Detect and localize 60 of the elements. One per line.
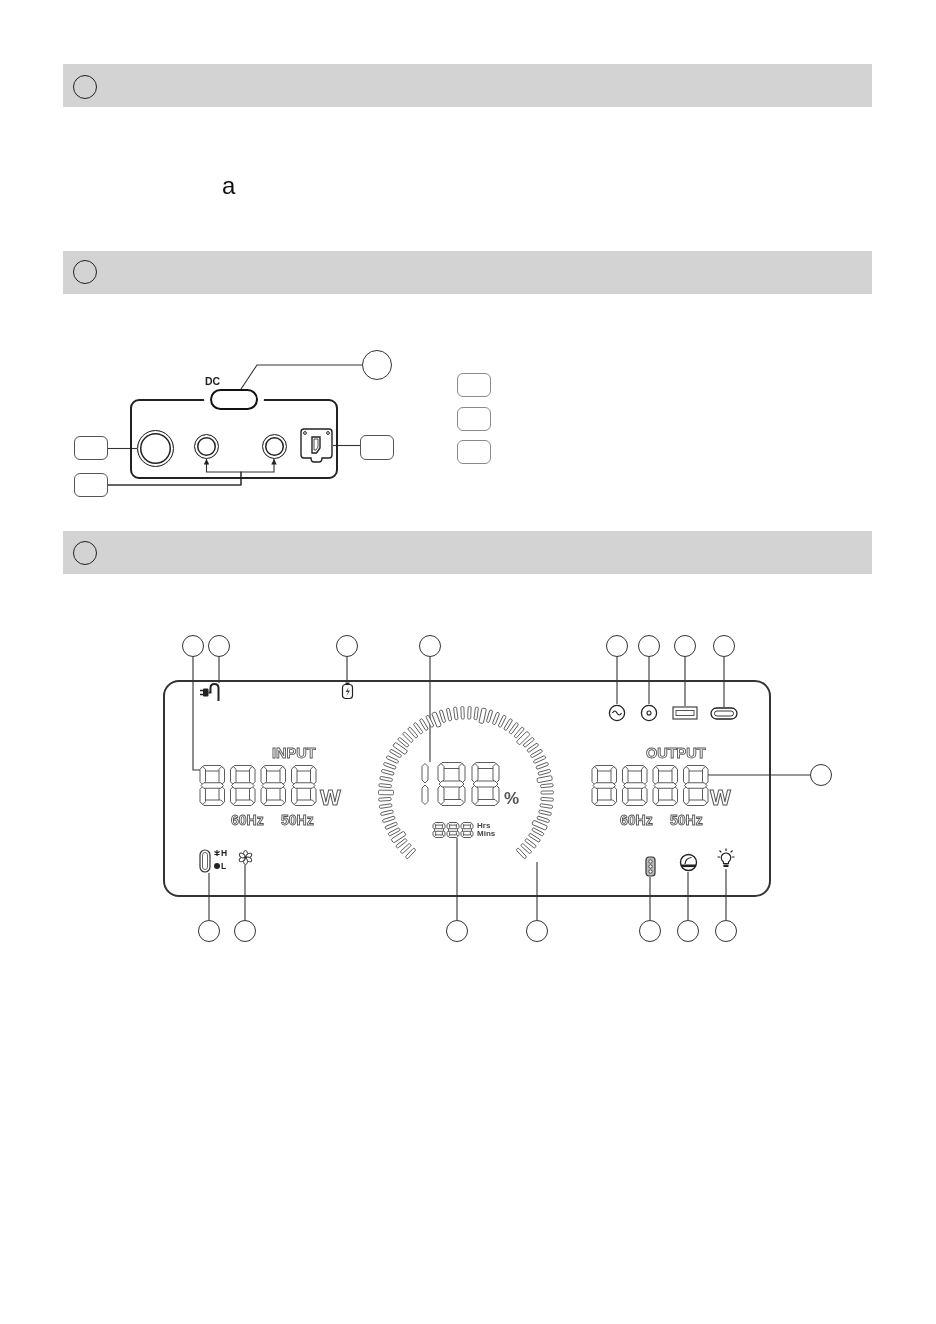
time-unit-label: Hrs [477, 822, 491, 830]
leader-line [244, 864, 246, 921]
text-fragment: a [222, 174, 236, 198]
leader-line [687, 871, 689, 921]
section-header-band [63, 64, 872, 107]
key-box [457, 440, 491, 464]
section-header-band [63, 531, 872, 574]
digit-display-drawing [433, 822, 473, 838]
leader-line [616, 656, 618, 705]
digit-display-drawing [422, 762, 500, 806]
dc-port-icon [640, 704, 658, 722]
leader-line [723, 656, 725, 708]
leader-line [649, 876, 651, 921]
battery-icon [645, 856, 656, 877]
battery-bolt-icon [341, 682, 354, 699]
fan-icon [238, 850, 253, 865]
leader-line [725, 868, 727, 921]
level-gauge-icon [199, 849, 211, 873]
digit-display-drawing [200, 765, 316, 806]
usb-c-port-icon [710, 707, 738, 720]
round-port [261, 434, 287, 459]
leader-line [684, 656, 686, 707]
dial-icon [679, 853, 698, 872]
leader-line [192, 656, 201, 771]
usb-port-icon [672, 706, 698, 720]
display-heading: INPUT [272, 746, 316, 761]
plug-icon [200, 683, 221, 701]
lcd-panel [163, 680, 771, 897]
unit-label: % [504, 790, 520, 807]
level-label: L [221, 862, 227, 871]
callout-box [360, 435, 394, 460]
leader-line [346, 656, 348, 683]
callout-box [74, 473, 108, 497]
digit-display-drawing [592, 765, 708, 806]
key-box [457, 407, 491, 431]
callout-box [74, 436, 108, 460]
leader-line [218, 656, 220, 684]
leader-line [707, 774, 811, 776]
leader-line [536, 861, 538, 921]
bulb-icon [717, 848, 735, 869]
time-unit-label: Mins [477, 830, 496, 838]
round-port [194, 434, 219, 459]
socket-icon [300, 428, 333, 463]
round-port [137, 430, 174, 467]
leader-line [648, 656, 650, 705]
leader-line [107, 447, 138, 450]
level-label: H [221, 849, 228, 858]
port-label: DC [205, 376, 221, 387]
leader-line [456, 837, 458, 921]
unit-label: W [320, 787, 341, 809]
leader-line [429, 656, 431, 763]
ac-wave-icon [608, 704, 626, 722]
leader-line [332, 444, 361, 447]
leader-line [208, 872, 210, 921]
unit-label: W [710, 787, 731, 809]
port-panel [130, 399, 338, 479]
section-header-band [63, 251, 872, 294]
key-box [457, 373, 491, 397]
leader-line [240, 364, 363, 390]
leader-arrow [107, 458, 277, 486]
